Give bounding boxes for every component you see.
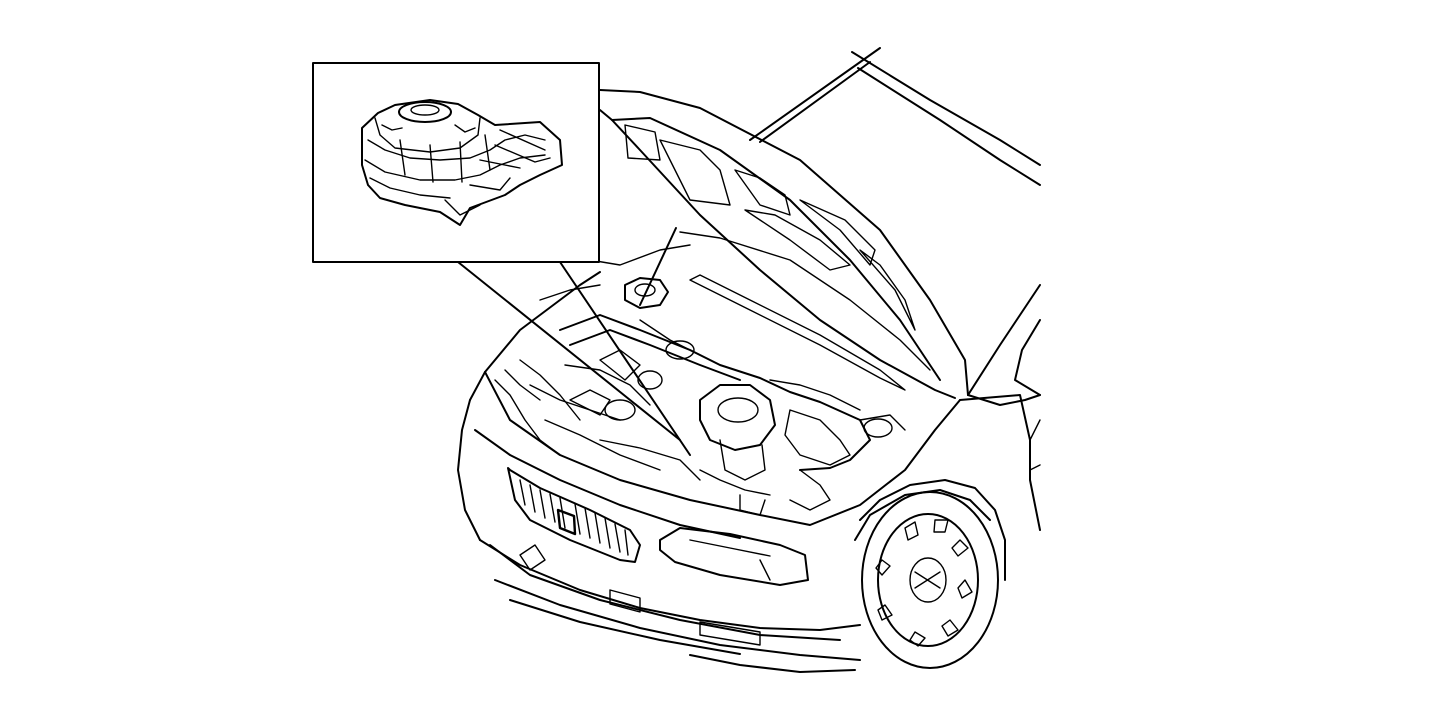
engine-bay-details xyxy=(494,244,906,516)
open-hood xyxy=(599,47,1041,399)
front-wheel xyxy=(861,491,999,669)
coolant-expansion-tank-detail xyxy=(361,99,563,226)
car-body xyxy=(457,271,1006,673)
windshield-and-fender xyxy=(959,284,1041,531)
detail-callout-box xyxy=(312,62,600,263)
